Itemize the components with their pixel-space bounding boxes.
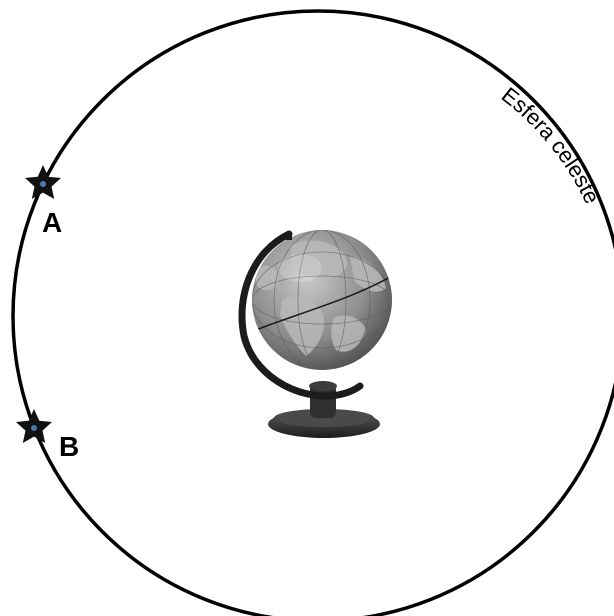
globe-icon xyxy=(242,230,392,438)
star-a-dot xyxy=(40,181,46,187)
star-a: A xyxy=(25,165,62,238)
star-b-label: B xyxy=(59,431,79,462)
star-b-dot xyxy=(31,425,37,431)
star-a-label: A xyxy=(42,207,62,238)
celestial-sphere-label: Esfera celeste xyxy=(497,82,605,207)
